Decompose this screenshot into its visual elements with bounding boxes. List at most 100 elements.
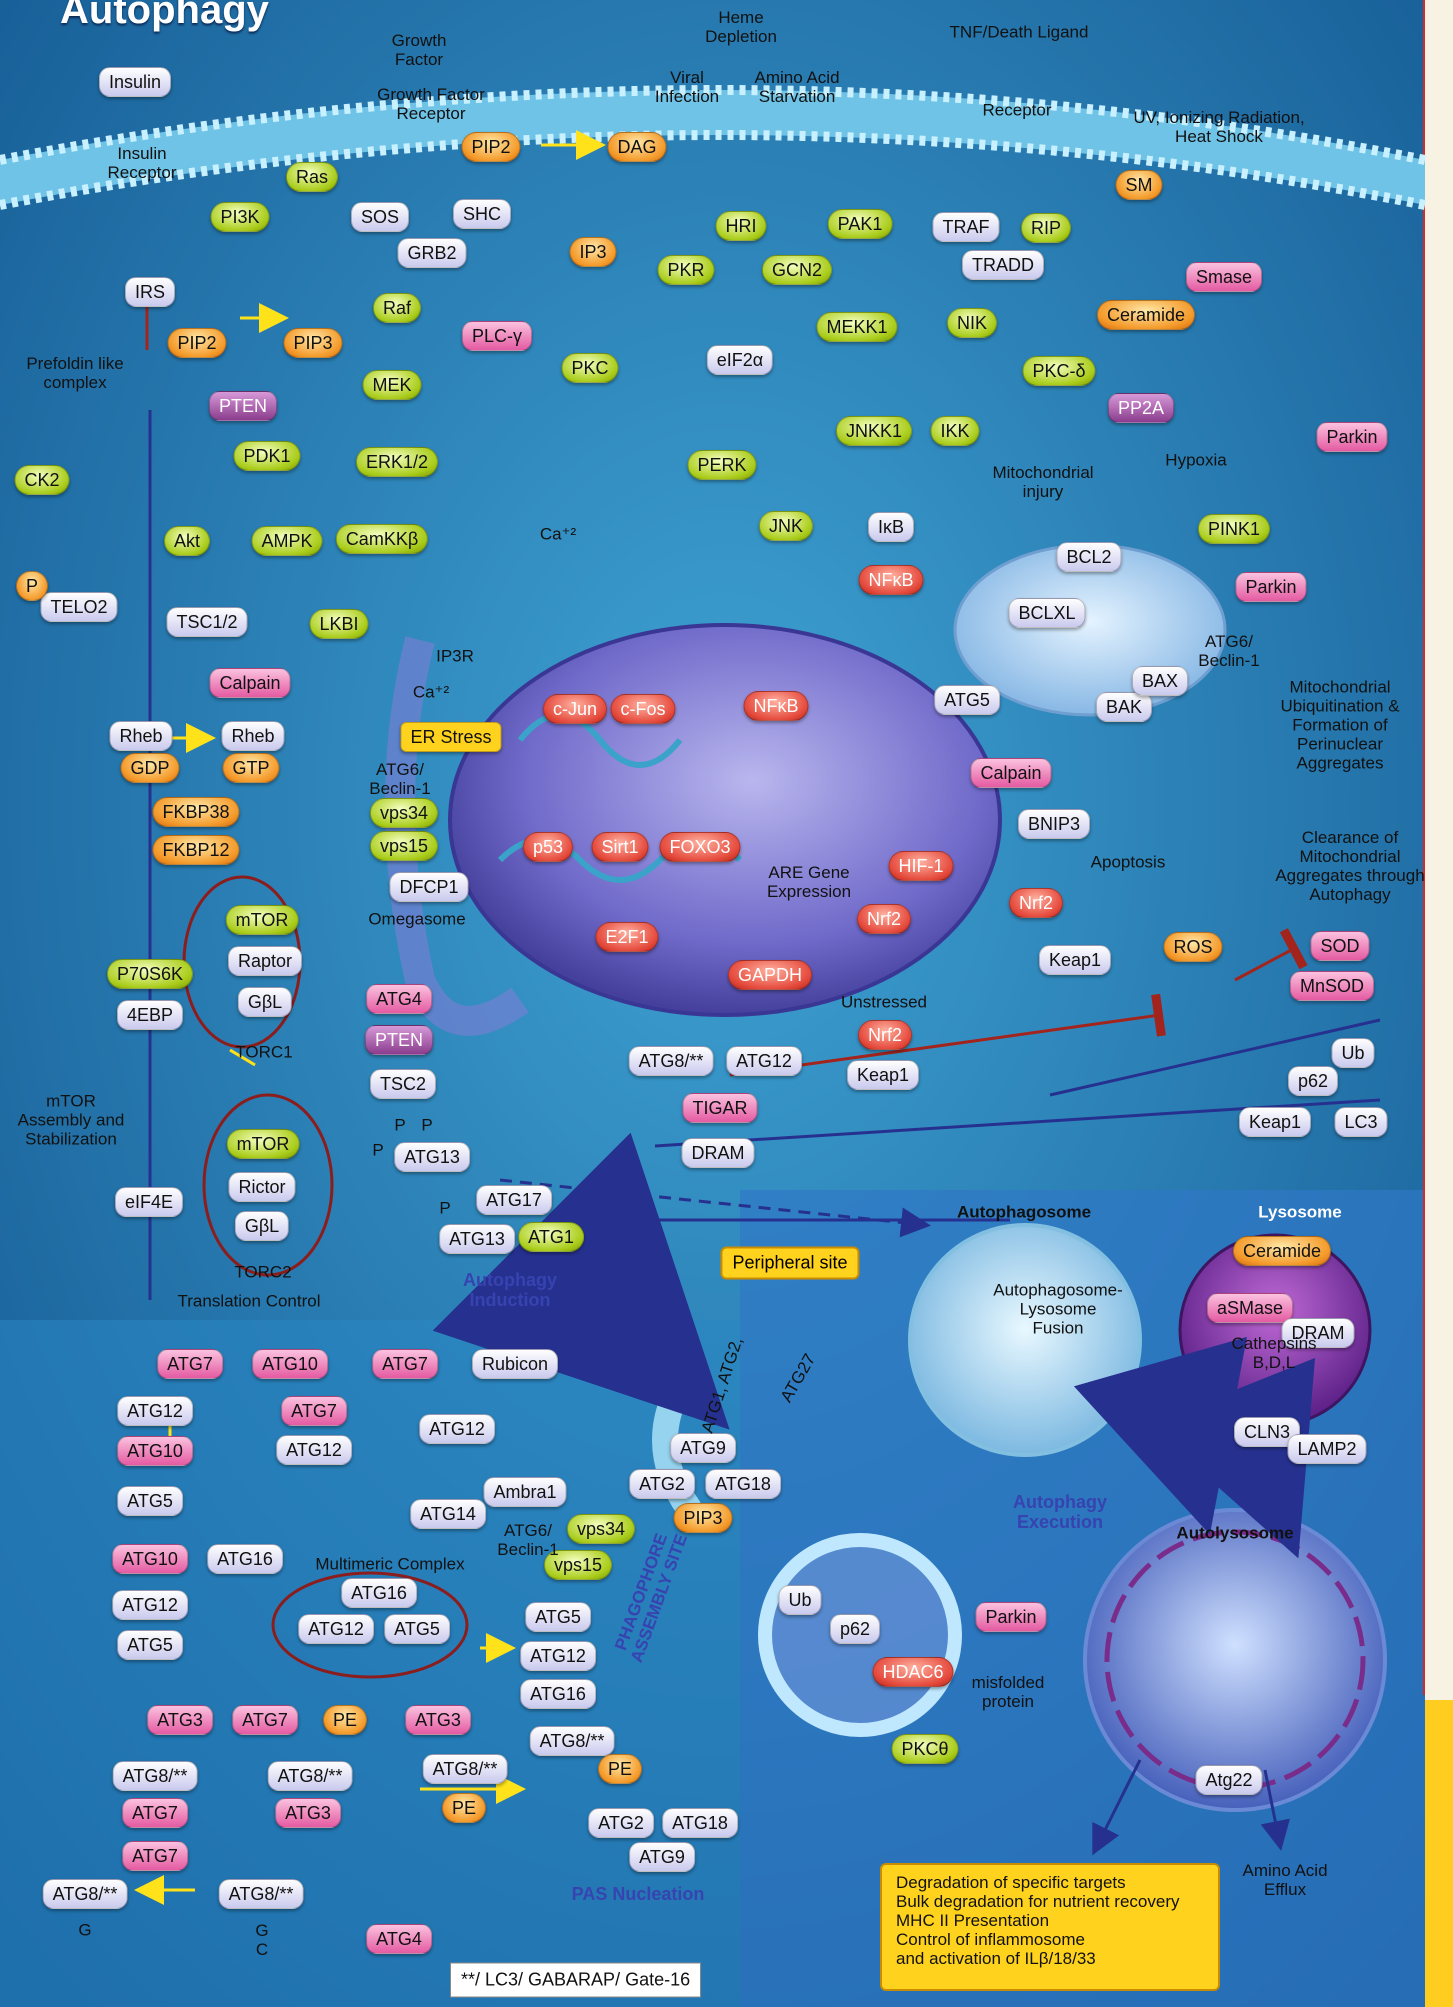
node-mtor1: mTOR <box>225 905 299 935</box>
node-cjun: c-Jun <box>542 694 608 724</box>
node-atg3-3: ATG3 <box>275 1798 341 1828</box>
node-atg3-1: ATG3 <box>147 1705 213 1735</box>
node-pten-b: PTEN <box>364 1025 434 1055</box>
label-omegasome: Omegasome <box>368 909 466 929</box>
label-torc1: TORC1 <box>235 1042 293 1062</box>
node-pak1: PAK1 <box>827 209 893 239</box>
node-atg12-a: ATG12 <box>726 1046 802 1076</box>
node-atg8-e: ATG8/** <box>422 1754 508 1784</box>
node-pkctheta: PKCθ <box>891 1734 959 1764</box>
node-atg8-g: ATG8/** <box>218 1879 304 1909</box>
node-fkbp12: FKBP12 <box>152 835 240 865</box>
node-atg7-4: ATG7 <box>232 1705 298 1735</box>
node-pkcd: PKC-δ <box>1022 356 1096 386</box>
node-atg10-2: ATG10 <box>117 1436 193 1466</box>
node-traf: TRAF <box>932 212 1000 242</box>
node-p70s6k: P70S6K <box>106 959 194 989</box>
label-gf-receptor: Growth Factor Receptor <box>377 85 485 123</box>
node-atg1: ATG1 <box>518 1222 584 1252</box>
node-atg7-1: ATG7 <box>157 1349 223 1379</box>
node-ub-b: Ub <box>778 1585 822 1615</box>
node-pkc: PKC <box>561 353 619 383</box>
node-nfkb2: NFκB <box>743 691 809 721</box>
node-ip3: IP3 <box>569 237 617 267</box>
node-atg9-a: ATG9 <box>670 1433 736 1463</box>
node-sod: SOD <box>1310 931 1370 961</box>
label-viral: Viral Infection <box>654 68 720 106</box>
node-pe-b: PE <box>322 1705 368 1735</box>
label-g1: G <box>78 1920 92 1940</box>
label-heme: Heme Depletion <box>705 8 777 46</box>
node-calpain-l: Calpain <box>209 668 291 698</box>
node-gbl2: GβL <box>234 1211 290 1241</box>
label-p-b: P <box>421 1115 433 1135</box>
node-erk: ERK1/2 <box>355 447 439 477</box>
node-4ebp: 4EBP <box>116 1000 184 1030</box>
node-ikk: IKK <box>930 416 980 446</box>
node-atg5-2: ATG5 <box>117 1630 183 1660</box>
node-atg7-3: ATG7 <box>281 1396 347 1426</box>
node-keap1-a: Keap1 <box>1038 945 1112 975</box>
label-torc2: TORC2 <box>234 1262 292 1282</box>
node-atg18-a: ATG18 <box>705 1469 781 1499</box>
node-calpain-r: Calpain <box>970 758 1052 788</box>
node-bnip3: BNIP3 <box>1017 809 1091 839</box>
node-atg10-1: ATG10 <box>252 1349 328 1379</box>
node-nrf2-a: Nrf2 <box>856 904 912 934</box>
label-mtor-assembly: mTOR Assembly and Stabilization <box>17 1091 125 1149</box>
node-nrf2-c: Nrf2 <box>857 1020 913 1050</box>
node-vps15-b: vps15 <box>543 1550 613 1580</box>
node-atg8-c: ATG8/** <box>112 1761 198 1791</box>
outcome-line: and activation of ILβ/18/33 <box>896 1949 1096 1968</box>
node-bclxl: BCLXL <box>1008 598 1086 628</box>
node-nrf2-b: Nrf2 <box>1008 888 1064 918</box>
node-atg14: ATG14 <box>410 1499 486 1529</box>
node-p62-b: p62 <box>829 1614 881 1644</box>
label-autolysosome: Autolysosome <box>1176 1523 1294 1543</box>
node-rip: RIP <box>1020 213 1072 243</box>
node-ras: Ras <box>285 162 339 192</box>
node-insulin: Insulin <box>98 67 172 97</box>
node-foxo3: FOXO3 <box>659 832 741 862</box>
node-tradd: TRADD <box>962 250 1044 280</box>
node-nik: NIK <box>946 308 998 338</box>
label-atg6-beclin-a: ATG6/ Beclin-1 <box>369 760 431 798</box>
node-pip2: PIP2 <box>167 328 227 358</box>
label-apoptosis: Apoptosis <box>1090 852 1166 872</box>
label-mito-ub: Mitochondrial Ubiquitination & Formation… <box>1280 677 1400 773</box>
label-prefoldin: Prefoldin like complex <box>26 354 124 392</box>
label-ca-b: Ca⁺² <box>412 682 450 702</box>
label-misfolded: misfolded protein <box>971 1673 1045 1711</box>
node-bcl2: BCL2 <box>1056 542 1122 572</box>
diagram-title: Autophagy <box>60 0 269 32</box>
node-pink1: PINK1 <box>1197 514 1271 544</box>
label-gc: G C <box>255 1921 269 1959</box>
node-mek: MEK <box>362 370 422 400</box>
node-atg10-3: ATG10 <box>112 1544 188 1574</box>
label-autophagosome: Autophagosome <box>956 1202 1092 1222</box>
node-cfos: c-Fos <box>610 694 676 724</box>
label-cathepsins: Cathepsins B,D,L <box>1231 1334 1317 1372</box>
node-pten-top: PTEN <box>208 391 278 421</box>
node-atg8-f: ATG8/** <box>42 1879 128 1909</box>
node-keap1-b: Keap1 <box>846 1060 920 1090</box>
node-smase: Smase <box>1185 262 1263 292</box>
node-er-stress: ER Stress <box>400 722 502 752</box>
node-bax: BAX <box>1131 666 1189 696</box>
stage-label-induction: Autophagy Induction <box>463 1270 557 1310</box>
node-gbl1: GβL <box>237 987 293 1017</box>
outcome-line: Bulk degradation for nutrient recovery <box>896 1892 1180 1911</box>
node-atg16-3: ATG16 <box>520 1679 596 1709</box>
node-mnsod: MnSOD <box>1289 971 1375 1001</box>
outcome-line: Degradation of specific targets <box>896 1873 1126 1892</box>
node-atg7-5: ATG7 <box>122 1798 188 1828</box>
node-pip3-b: PIP3 <box>673 1503 733 1533</box>
node-parkin2: Parkin <box>1235 572 1307 602</box>
outcome-line: MHC II Presentation <box>896 1911 1050 1930</box>
node-gapdh: GAPDH <box>727 960 813 990</box>
node-e2f1: E2F1 <box>595 922 659 952</box>
label-amino: Amino Acid Starvation <box>754 68 840 106</box>
node-atg18-b: ATG18 <box>662 1808 738 1838</box>
